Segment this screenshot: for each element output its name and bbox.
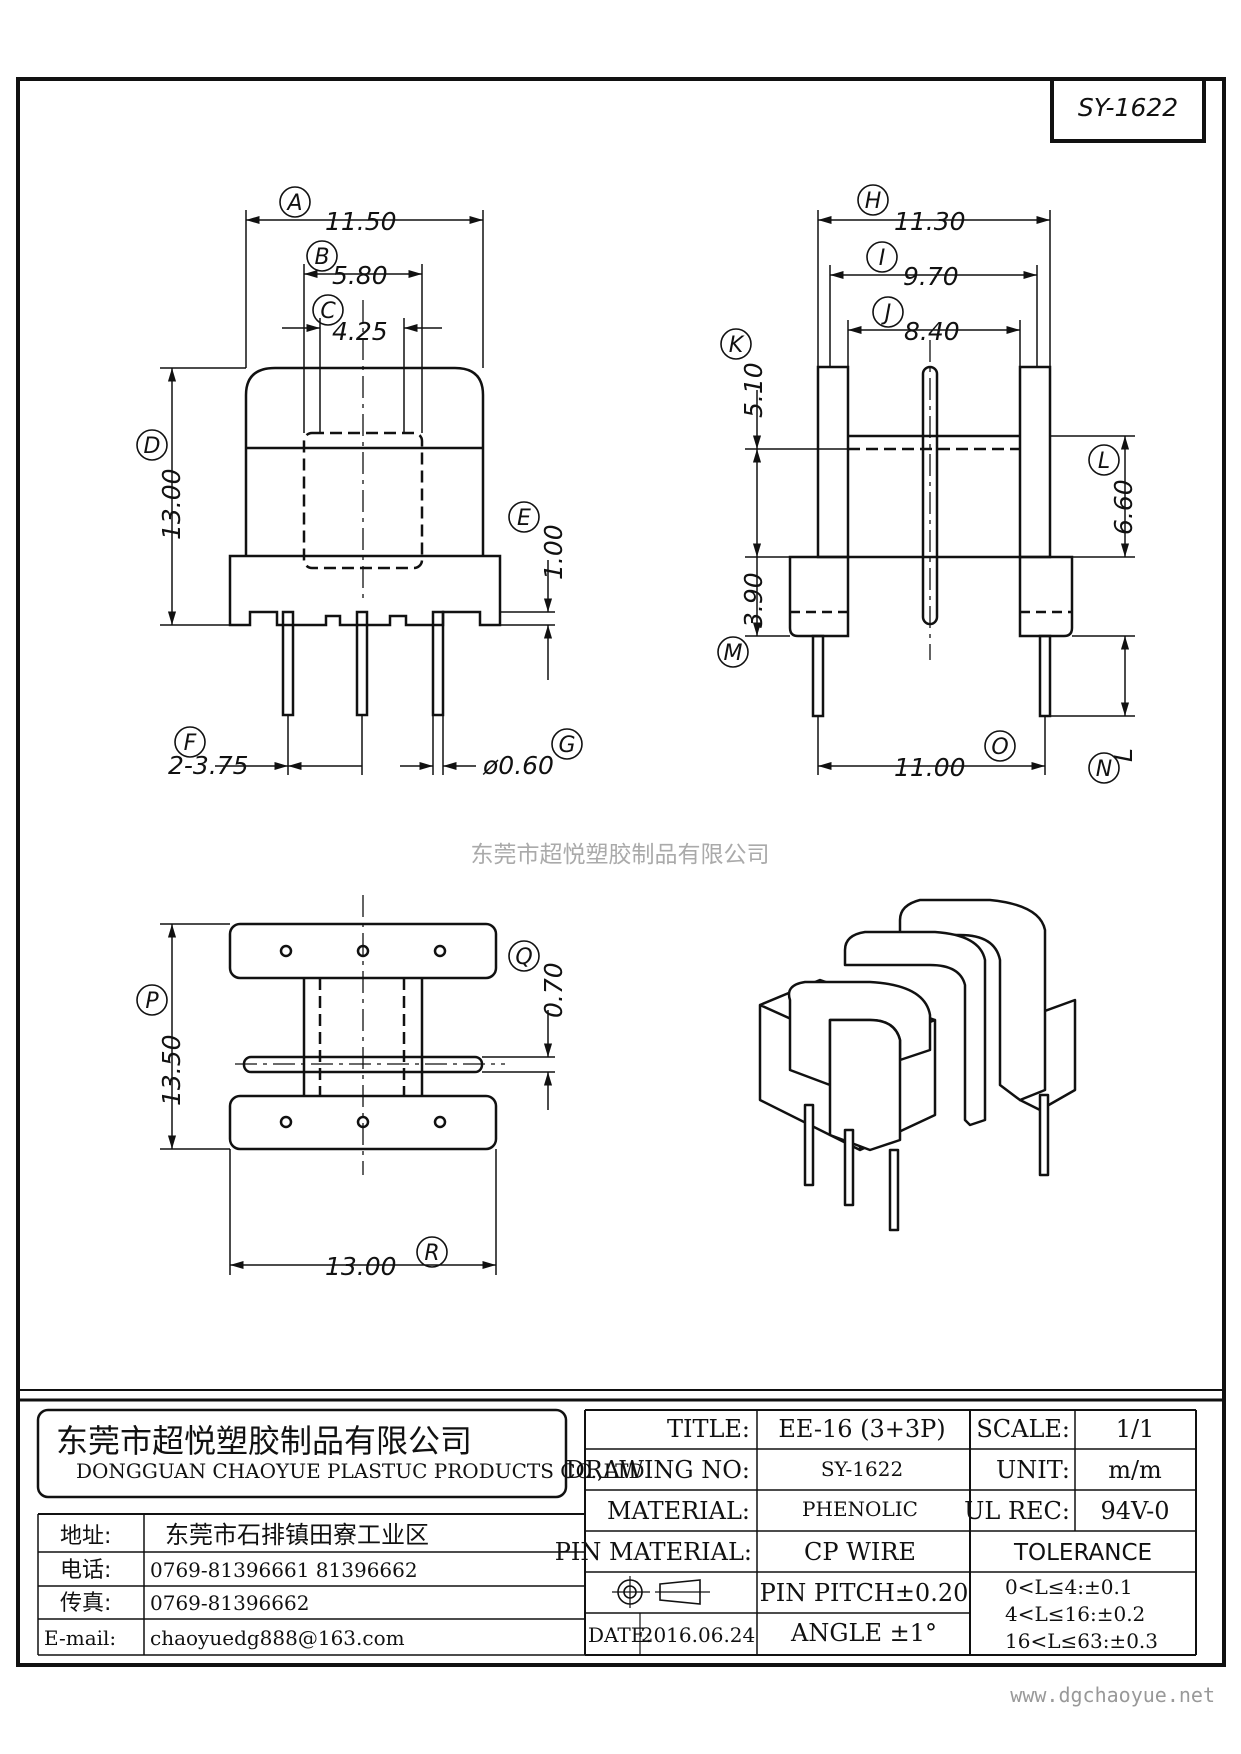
pin-material-label: PIN MATERIAL: bbox=[555, 1538, 752, 1566]
dim-O: 11.00 bbox=[894, 753, 966, 782]
dim-C: 4.25 bbox=[332, 317, 388, 346]
tolerance-label: TOLERANCE bbox=[1013, 1540, 1152, 1566]
callout-b: B bbox=[314, 245, 329, 270]
phone-label: 电话: bbox=[60, 1558, 111, 1583]
front-view bbox=[228, 300, 502, 717]
callout-c: C bbox=[320, 299, 336, 324]
title-block bbox=[16, 1389, 1226, 1667]
watermark: 东莞市超悦塑胶制品有限公司 bbox=[471, 842, 770, 868]
tolerance-1: 0<L≤4:±0.1 bbox=[1005, 1575, 1133, 1599]
fax-label: 传真: bbox=[60, 1591, 111, 1616]
dim-D: 13.00 bbox=[157, 468, 186, 540]
unit-label: UNIT: bbox=[996, 1456, 1070, 1484]
callout-f: F bbox=[184, 731, 197, 756]
callout-d: D bbox=[144, 434, 161, 459]
email-value: chaoyuedg888@163.com bbox=[150, 1626, 405, 1650]
dim-F: 2-3.75 bbox=[168, 751, 249, 780]
callout-p: P bbox=[145, 989, 159, 1014]
email-label: E-mail: bbox=[44, 1626, 116, 1650]
address-value: 东莞市石排镇田寮工业区 bbox=[165, 1521, 429, 1549]
side-view-dimensions bbox=[745, 210, 1135, 775]
side-view-dimension-text: 11.30 9.70 8.40 5.10 6.60 3.90 L 11.00 bbox=[739, 207, 1138, 782]
front-view-dimension-text: 11.50 5.80 4.25 13.00 1.00 2-3.75 ø0.60 bbox=[157, 207, 568, 780]
callout-l: L bbox=[1098, 449, 1110, 474]
callout-o: O bbox=[991, 735, 1008, 760]
tolerance-3: 16<L≤63:±0.3 bbox=[1005, 1629, 1158, 1653]
dim-I: 9.70 bbox=[903, 262, 959, 291]
pin-pitch: PIN PITCH±0.20 bbox=[760, 1579, 969, 1607]
callout-r: R bbox=[424, 1241, 439, 1266]
dim-B: 5.80 bbox=[332, 261, 388, 290]
callout-q: Q bbox=[515, 945, 532, 970]
company-name-cn: 东莞市超悦塑胶制品有限公司 bbox=[56, 1422, 472, 1460]
bottom-view-dimension-text: 13.50 0.70 13.00 bbox=[157, 962, 568, 1281]
callout-h: H bbox=[865, 189, 882, 214]
part-code-box: SY-1622 bbox=[1050, 77, 1206, 143]
side-view bbox=[788, 340, 1074, 718]
drawing-no-value: SY-1622 bbox=[821, 1457, 903, 1481]
callout-labels bbox=[136, 184, 1120, 1268]
callout-e: E bbox=[517, 506, 531, 531]
drawing-no-label: DRAWING NO: bbox=[566, 1456, 750, 1484]
bottom-view-dimensions bbox=[160, 923, 555, 1275]
dim-G: ø0.60 bbox=[482, 751, 554, 780]
angle: ANGLE ±1° bbox=[790, 1619, 937, 1647]
dim-P: 13.50 bbox=[157, 1034, 186, 1106]
dim-M: 6.60 bbox=[1109, 479, 1138, 535]
fax-value: 0769-81396662 bbox=[150, 1591, 309, 1615]
dim-H: 11.30 bbox=[894, 207, 966, 236]
title-block-text: 东莞市超悦塑胶制品有限公司 DONGGUAN CHAOYUE PLASTUC P… bbox=[44, 1415, 1170, 1653]
bottom-view bbox=[228, 895, 505, 1175]
callout-m: M bbox=[724, 641, 743, 666]
callout-n: N bbox=[1096, 757, 1112, 782]
website: www.dgchaoyue.net bbox=[1010, 1683, 1215, 1707]
dim-J: 8.40 bbox=[904, 317, 960, 346]
callout-g: G bbox=[558, 733, 575, 758]
company-name-en: DONGGUAN CHAOYUE PLASTUC PRODUCTS CO.,LT… bbox=[76, 1459, 645, 1483]
dim-E: 1.00 bbox=[539, 524, 568, 580]
title-label: TITLE: bbox=[667, 1415, 750, 1443]
tolerance-2: 4<L≤16:±0.2 bbox=[1005, 1602, 1145, 1626]
dim-R: 13.00 bbox=[325, 1252, 397, 1281]
date-value: 2016.06.24 bbox=[641, 1623, 756, 1647]
ul-value: 94V-0 bbox=[1100, 1497, 1169, 1525]
dim-K: 5.10 bbox=[739, 362, 768, 418]
part-code: SY-1622 bbox=[1078, 93, 1178, 122]
phone-value: 0769-81396661 81396662 bbox=[150, 1558, 418, 1582]
ul-label: UL REC: bbox=[964, 1497, 1070, 1525]
unit-value: m/m bbox=[1108, 1456, 1162, 1484]
callout-i: I bbox=[879, 246, 886, 271]
scale-label: SCALE: bbox=[976, 1415, 1070, 1443]
callout-a: A bbox=[285, 191, 302, 216]
pin-material-value: CP WIRE bbox=[804, 1538, 916, 1566]
callout-k: K bbox=[729, 333, 745, 358]
scale-value: 1/1 bbox=[1116, 1415, 1155, 1443]
date-label: DATE: bbox=[588, 1623, 652, 1647]
dim-N: L bbox=[1109, 748, 1138, 762]
material-label: MATERIAL: bbox=[607, 1497, 750, 1525]
dim-A: 11.50 bbox=[325, 207, 397, 236]
address-label: 地址: bbox=[60, 1524, 111, 1549]
front-view-dimensions bbox=[160, 210, 555, 775]
isometric-view bbox=[758, 898, 1077, 1232]
dim-Q: 0.70 bbox=[539, 962, 568, 1018]
material-value: PHENOLIC bbox=[802, 1497, 918, 1521]
dim-L: 3.90 bbox=[739, 572, 768, 628]
title-value: EE-16 (3+3P) bbox=[778, 1415, 945, 1443]
callout-j: J bbox=[881, 301, 892, 326]
callout-letters: A B C D E F G H I J K L M N O P Q R bbox=[144, 189, 1113, 1266]
